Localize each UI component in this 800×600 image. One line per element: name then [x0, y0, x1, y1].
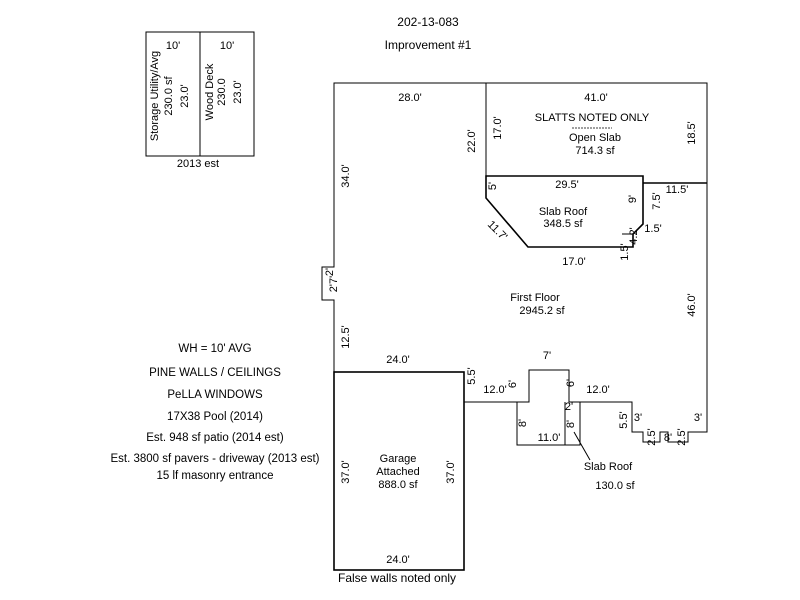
dim-open-slab-right: 18.5' [686, 121, 698, 145]
slab-roof-upper-outline [485, 175, 644, 248]
dim-slab-small2: 4.2' [628, 227, 640, 244]
dim-top-left: 28.0' [398, 92, 422, 104]
dim-step-right: 11.5' [666, 184, 689, 196]
storage-area: 230.0 sf [163, 75, 175, 115]
dim-garage-step: 5.5' [466, 367, 478, 384]
outbuildings: 10' 10' Storage Utility/Avg 230.0 sf 23.… [145, 31, 255, 170]
dim-garage-bottom: 24.0' [386, 554, 410, 566]
dim-seg-left: 12.0' [483, 384, 507, 396]
slab-roof-upper-name: Slab Roof [539, 206, 588, 218]
dim-center-v: 6' [565, 379, 577, 387]
slab-roof-upper-area: 348.5 sf [543, 218, 583, 230]
garage-name-line1: Garage [380, 453, 417, 465]
slab-roof-lower-leader [573, 431, 591, 461]
dim-left-upper: 34.0' [340, 164, 352, 188]
note-walls-ceilings: PINE WALLS / CEILINGS [149, 367, 281, 379]
dim-left-bump-depth: 2' [324, 268, 336, 276]
dim-step-b: 3' [634, 412, 642, 424]
dim-step-d: 8' [664, 432, 672, 444]
dim-slab-small1: 1.5' [619, 243, 631, 260]
dim-step-f: 3' [694, 412, 702, 424]
first-floor-area: 2945.2 sf [519, 305, 565, 317]
deck-name: Wood Deck [204, 63, 216, 120]
dim-center-small: 2' [565, 401, 573, 413]
storage-depth: 23.0' [179, 84, 191, 108]
note-pavers: Est. 3800 sf pavers - driveway (2013 est… [110, 453, 320, 465]
dim-garage-top: 24.0' [386, 354, 410, 366]
dim-open-slab-left: 17.0' [492, 116, 504, 140]
parcel-id: 202-13-083 [397, 15, 459, 29]
dim-step-right-v: 7.5' [651, 192, 663, 209]
open-slab-area: 714.3 sf [575, 145, 615, 157]
note-wall-height: WH = 10' AVG [178, 343, 252, 355]
dim-slab-left-short: 5' [487, 182, 499, 190]
dim-left-lower: 12.5' [340, 325, 352, 349]
outbuilding-caption: 2013 est [177, 158, 219, 170]
dim-garage-right: 37.0' [445, 460, 457, 484]
note-pool: 17X38 Pool (2014) [167, 411, 263, 423]
improvement-label: Improvement #1 [384, 38, 472, 52]
dim-slab-bottom: 17.0' [562, 256, 586, 268]
slab-roof-lower-outline [516, 402, 581, 446]
note-windows: PeLLA WINDOWS [167, 389, 263, 401]
deck-depth: 23.0' [232, 80, 244, 104]
dim-slab-right: 9' [627, 195, 639, 203]
dim-lower-slab-right: 8' [565, 420, 577, 428]
dim-slab-diag: 11.7' [485, 219, 510, 244]
dim-garage-left: 37.0' [340, 460, 352, 484]
open-slab-note: SLATTS NOTED ONLY [535, 112, 650, 124]
storage-width: 10' [166, 40, 180, 52]
garage-name-line2: Attached [376, 466, 419, 478]
dim-seg-left-v: 6' [507, 380, 519, 388]
deck-width: 10' [220, 40, 234, 52]
slab-roof-lower-area: 130.0 sf [595, 480, 635, 492]
dim-center-top: 7' [543, 350, 551, 362]
storage-name: Storage Utility/Avg [149, 51, 161, 141]
dim-left-bump-len: 2'7' [328, 276, 340, 292]
dim-slab-top: 29.5' [555, 179, 579, 191]
garage-area: 888.0 sf [378, 479, 418, 491]
dim-slab-small3: 1.5' [644, 223, 661, 235]
dim-left-inner: 22.0' [466, 129, 478, 153]
garage-outline [333, 371, 465, 571]
dim-top-right: 41.0' [584, 92, 608, 104]
dim-lower-slab-left: 8' [517, 419, 529, 427]
dim-step-e: 2.5' [676, 428, 688, 445]
dim-step-a: 5.5' [618, 411, 630, 428]
note-patio: Est. 948 sf patio (2014 est) [146, 432, 284, 444]
slab-roof-lower-name: Slab Roof [584, 461, 633, 473]
note-masonry: 15 lf masonry entrance [156, 470, 274, 482]
footer-note: False walls noted only [338, 571, 457, 585]
dim-right-side: 46.0' [686, 293, 698, 317]
dim-lower-slab-bottom: 11.0' [538, 432, 561, 444]
dim-step-c: 2.5' [646, 428, 658, 445]
main-outline [321, 82, 708, 443]
first-floor-name: First Floor [510, 292, 560, 304]
dim-seg-right: 12.0' [586, 384, 610, 396]
deck-area: 230.0 [216, 78, 228, 106]
open-slab-name: Open Slab [569, 132, 621, 144]
